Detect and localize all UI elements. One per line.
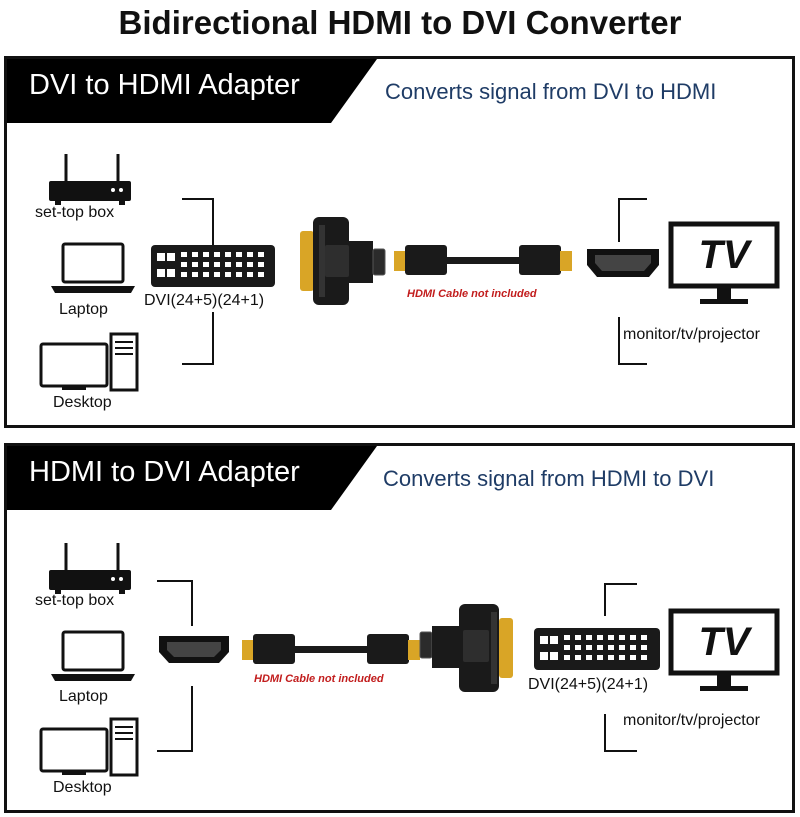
panel-header: DVI to HDMI Adapter — [7, 59, 377, 123]
cable-note: HDMI Cable not included — [407, 288, 537, 300]
panel-subtitle: Converts signal from HDMI to DVI — [383, 466, 715, 491]
tv-icon-text: TV — [698, 233, 750, 277]
panel-header-label: HDMI to DVI Adapter — [29, 456, 300, 488]
source-label-laptop: Laptop — [59, 301, 108, 318]
display-label: monitor/tv/projector — [623, 326, 760, 343]
panel-header-label: DVI to HDMI Adapter — [29, 69, 300, 101]
dvi-port-label: DVI(24+5)(24+1) — [144, 292, 265, 309]
hdmi-cable-icon — [242, 634, 420, 664]
page-title: Bidirectional HDMI to DVI Converter — [118, 4, 682, 41]
desktop-icon — [39, 717, 139, 777]
panel-subtitle: Converts signal from DVI to HDMI — [385, 79, 717, 104]
dvi-to-hdmi-adapter-icon — [300, 217, 386, 305]
tv-icon-text: TV — [698, 620, 750, 664]
source-label-set-top-box: set-top box — [35, 592, 115, 609]
connection-diagram — [39, 154, 780, 392]
hdmi-to-dvi-adapter-icon — [419, 604, 513, 692]
laptop-icon — [51, 630, 135, 681]
tv-icon — [668, 221, 780, 304]
dvi-to-hdmi-panel: DVI to HDMI Adapter Converts signal from… — [4, 56, 795, 428]
cable-note: HDMI Cable not included — [254, 673, 384, 685]
desktop-icon — [39, 332, 139, 392]
source-label-set-top-box: set-top box — [35, 204, 115, 221]
source-bracket — [157, 580, 193, 752]
display-bracket — [604, 583, 637, 752]
dvi-port-icon — [151, 245, 275, 287]
display-label: monitor/tv/projector — [623, 712, 760, 729]
source-label-desktop: Desktop — [53, 779, 112, 796]
hdmi-to-dvi-panel: HDMI to DVI Adapter Converts signal from… — [4, 443, 795, 813]
laptop-icon — [51, 242, 135, 293]
hdmi-port-icon — [159, 636, 229, 663]
header-banner-shape — [7, 446, 377, 510]
hdmi-port-icon — [587, 249, 659, 277]
display-bracket — [618, 198, 647, 365]
hdmi-cable-icon — [394, 245, 572, 275]
header-banner-shape — [7, 59, 377, 123]
connection-diagram — [39, 543, 780, 777]
set-top-box-icon — [49, 154, 131, 205]
tv-icon — [668, 608, 780, 691]
panel-header: HDMI to DVI Adapter — [7, 446, 377, 510]
source-label-laptop: Laptop — [59, 688, 108, 705]
set-top-box-icon — [49, 543, 131, 594]
source-label-desktop: Desktop — [53, 394, 112, 411]
source-bracket — [182, 198, 214, 365]
dvi-port-label: DVI(24+5)(24+1) — [528, 676, 649, 693]
dvi-port-icon — [534, 628, 660, 670]
